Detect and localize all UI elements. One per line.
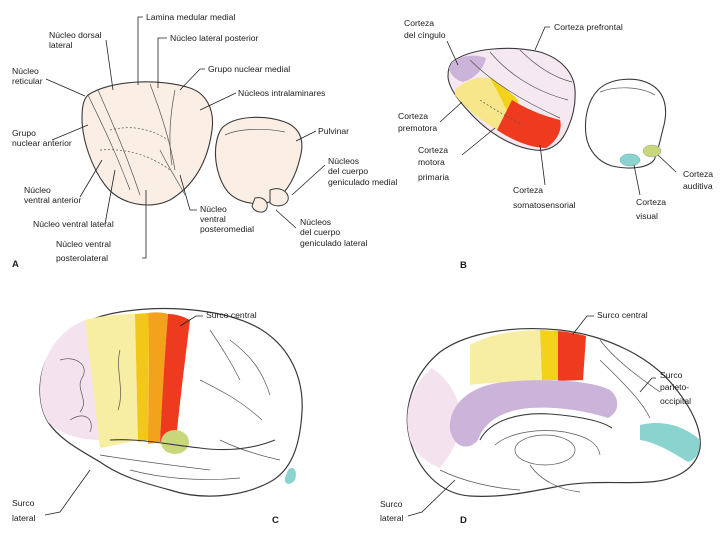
label-corteza-motora-2: motora <box>418 157 445 167</box>
label-corteza-motora-1: Corteza <box>418 145 448 155</box>
label-surco-lateral-d-2: lateral <box>380 513 403 523</box>
zone-prefrontal-d <box>407 368 462 468</box>
label-surco-central-d: Surco central <box>597 310 648 320</box>
zone-visual-d <box>640 422 700 462</box>
label-ventral-posterolateral-1: Núcleo ventral <box>56 239 111 249</box>
label-lamina-medular-medial: Lamina medular medial <box>146 12 235 22</box>
zone-premotor-yellow-c <box>135 313 149 442</box>
label-geniculado-medial-2: del cuerpo <box>328 166 368 176</box>
label-surco-lateral-d-1: Surco <box>380 499 403 509</box>
label-corteza-visual-2: visual <box>636 211 658 221</box>
label-ventral-posterolateral-2: posterolateral <box>56 253 108 263</box>
zone-auditory-b <box>642 144 662 158</box>
label-surco-parieto-3: occipital <box>660 396 691 406</box>
panel-a-thalamus: Lamina medular medial Núcleo dorsal late… <box>12 12 397 270</box>
label-corteza-prefrontal: Corteza prefrontal <box>554 22 623 32</box>
panel-letter-b: B <box>460 260 467 271</box>
pulvinar-body <box>214 116 303 205</box>
label-nucleo-lateral-posterior: Núcleo lateral posterior <box>170 33 259 43</box>
zone-premotor-yellow-d <box>540 330 558 380</box>
label-ventral-anterior-2: ventral anterior <box>24 195 81 205</box>
zone-prefrontal-c <box>40 320 100 440</box>
thalamus-body <box>81 81 214 206</box>
label-nucleo-dorsal-lateral-2: lateral <box>49 40 72 50</box>
label-corteza-premotora-1: Corteza <box>398 111 428 121</box>
label-ventral-anterior-1: Núcleo <box>24 185 51 195</box>
panel-letter-c: C <box>272 515 279 526</box>
label-surco-parieto-1: Surco <box>660 370 683 380</box>
zone-cingulate-d <box>449 380 618 447</box>
panel-letter-a: A <box>12 259 19 270</box>
zone-motor-d <box>558 331 586 381</box>
label-ventral-lateral: Núcleo ventral lateral <box>33 219 114 229</box>
label-corteza-somatosensorial-2: somatosensorial <box>513 200 576 210</box>
label-corteza-cingulo-2: del cíngulo <box>404 30 446 40</box>
label-ventral-posteromedial-3: posteromedial <box>200 224 254 234</box>
zone-premotor-light-c <box>85 314 138 448</box>
zone-motor-b <box>497 100 561 148</box>
label-corteza-visual-1: Corteza <box>636 197 666 207</box>
label-ventral-posteromedial-2: ventral <box>200 214 226 224</box>
label-geniculado-lateral-3: geniculado lateral <box>300 238 367 248</box>
label-surco-central-c: Surco central <box>206 310 257 320</box>
zone-visual-b <box>619 153 641 167</box>
label-geniculado-medial-3: geniculado medial <box>328 177 397 187</box>
label-surco-lateral-c-2: lateral <box>12 513 35 523</box>
label-pulvinar: Pulvinar <box>318 126 349 136</box>
panel-b-cortex-zones: Corteza del cíngulo Corteza prefrontal C… <box>398 18 713 271</box>
zone-somatosensory-c <box>160 314 190 442</box>
hemisphere-b-medial <box>584 78 667 169</box>
label-nucleo-reticular-1: Núcleo <box>12 66 39 76</box>
label-geniculado-lateral-1: Núcleos <box>300 217 331 227</box>
panel-d-medial-brain: Surco central Surco parieto- occipital S… <box>380 310 701 526</box>
label-nucleos-intralaminares: Núcleos intralaminares <box>238 88 325 98</box>
zone-premotor-light-d <box>470 330 542 385</box>
geniculate-lateral-body <box>251 197 268 213</box>
label-corteza-premotora-2: premotora <box>398 123 437 133</box>
label-surco-parieto-2: parieto- <box>660 382 689 392</box>
label-nucleo-dorsal-lateral-1: Núcleo dorsal <box>49 30 102 40</box>
label-geniculado-lateral-2: del cuerpo <box>300 227 340 237</box>
label-grupo-nuclear-anterior-2: nuclear anterior <box>12 138 72 148</box>
label-corteza-motora-3: primaria <box>418 172 449 182</box>
label-corteza-cingulo-1: Corteza <box>404 18 434 28</box>
panel-c-lateral-brain: Surco central Surco lateral C <box>12 307 303 526</box>
label-corteza-auditiva-1: Corteza <box>683 169 713 179</box>
label-corteza-auditiva-2: auditiva <box>683 181 713 191</box>
label-nucleo-reticular-2: reticular <box>12 76 43 86</box>
zone-auditory-c <box>161 430 189 454</box>
zone-cingulate-b <box>449 55 486 82</box>
label-surco-lateral-c-1: Surco <box>12 498 35 508</box>
label-grupo-nuclear-medial: Grupo nuclear medial <box>208 64 290 74</box>
zone-visual-c <box>284 468 296 484</box>
label-grupo-nuclear-anterior-1: Grupo <box>12 128 36 138</box>
label-corteza-somatosensorial-1: Corteza <box>513 185 543 195</box>
panel-letter-d: D <box>460 515 467 526</box>
zone-motor-c <box>148 312 168 444</box>
geniculate-medial-body <box>269 188 289 207</box>
label-ventral-posteromedial-1: Núcleo <box>200 204 227 214</box>
label-geniculado-medial-1: Núcleos <box>328 156 359 166</box>
